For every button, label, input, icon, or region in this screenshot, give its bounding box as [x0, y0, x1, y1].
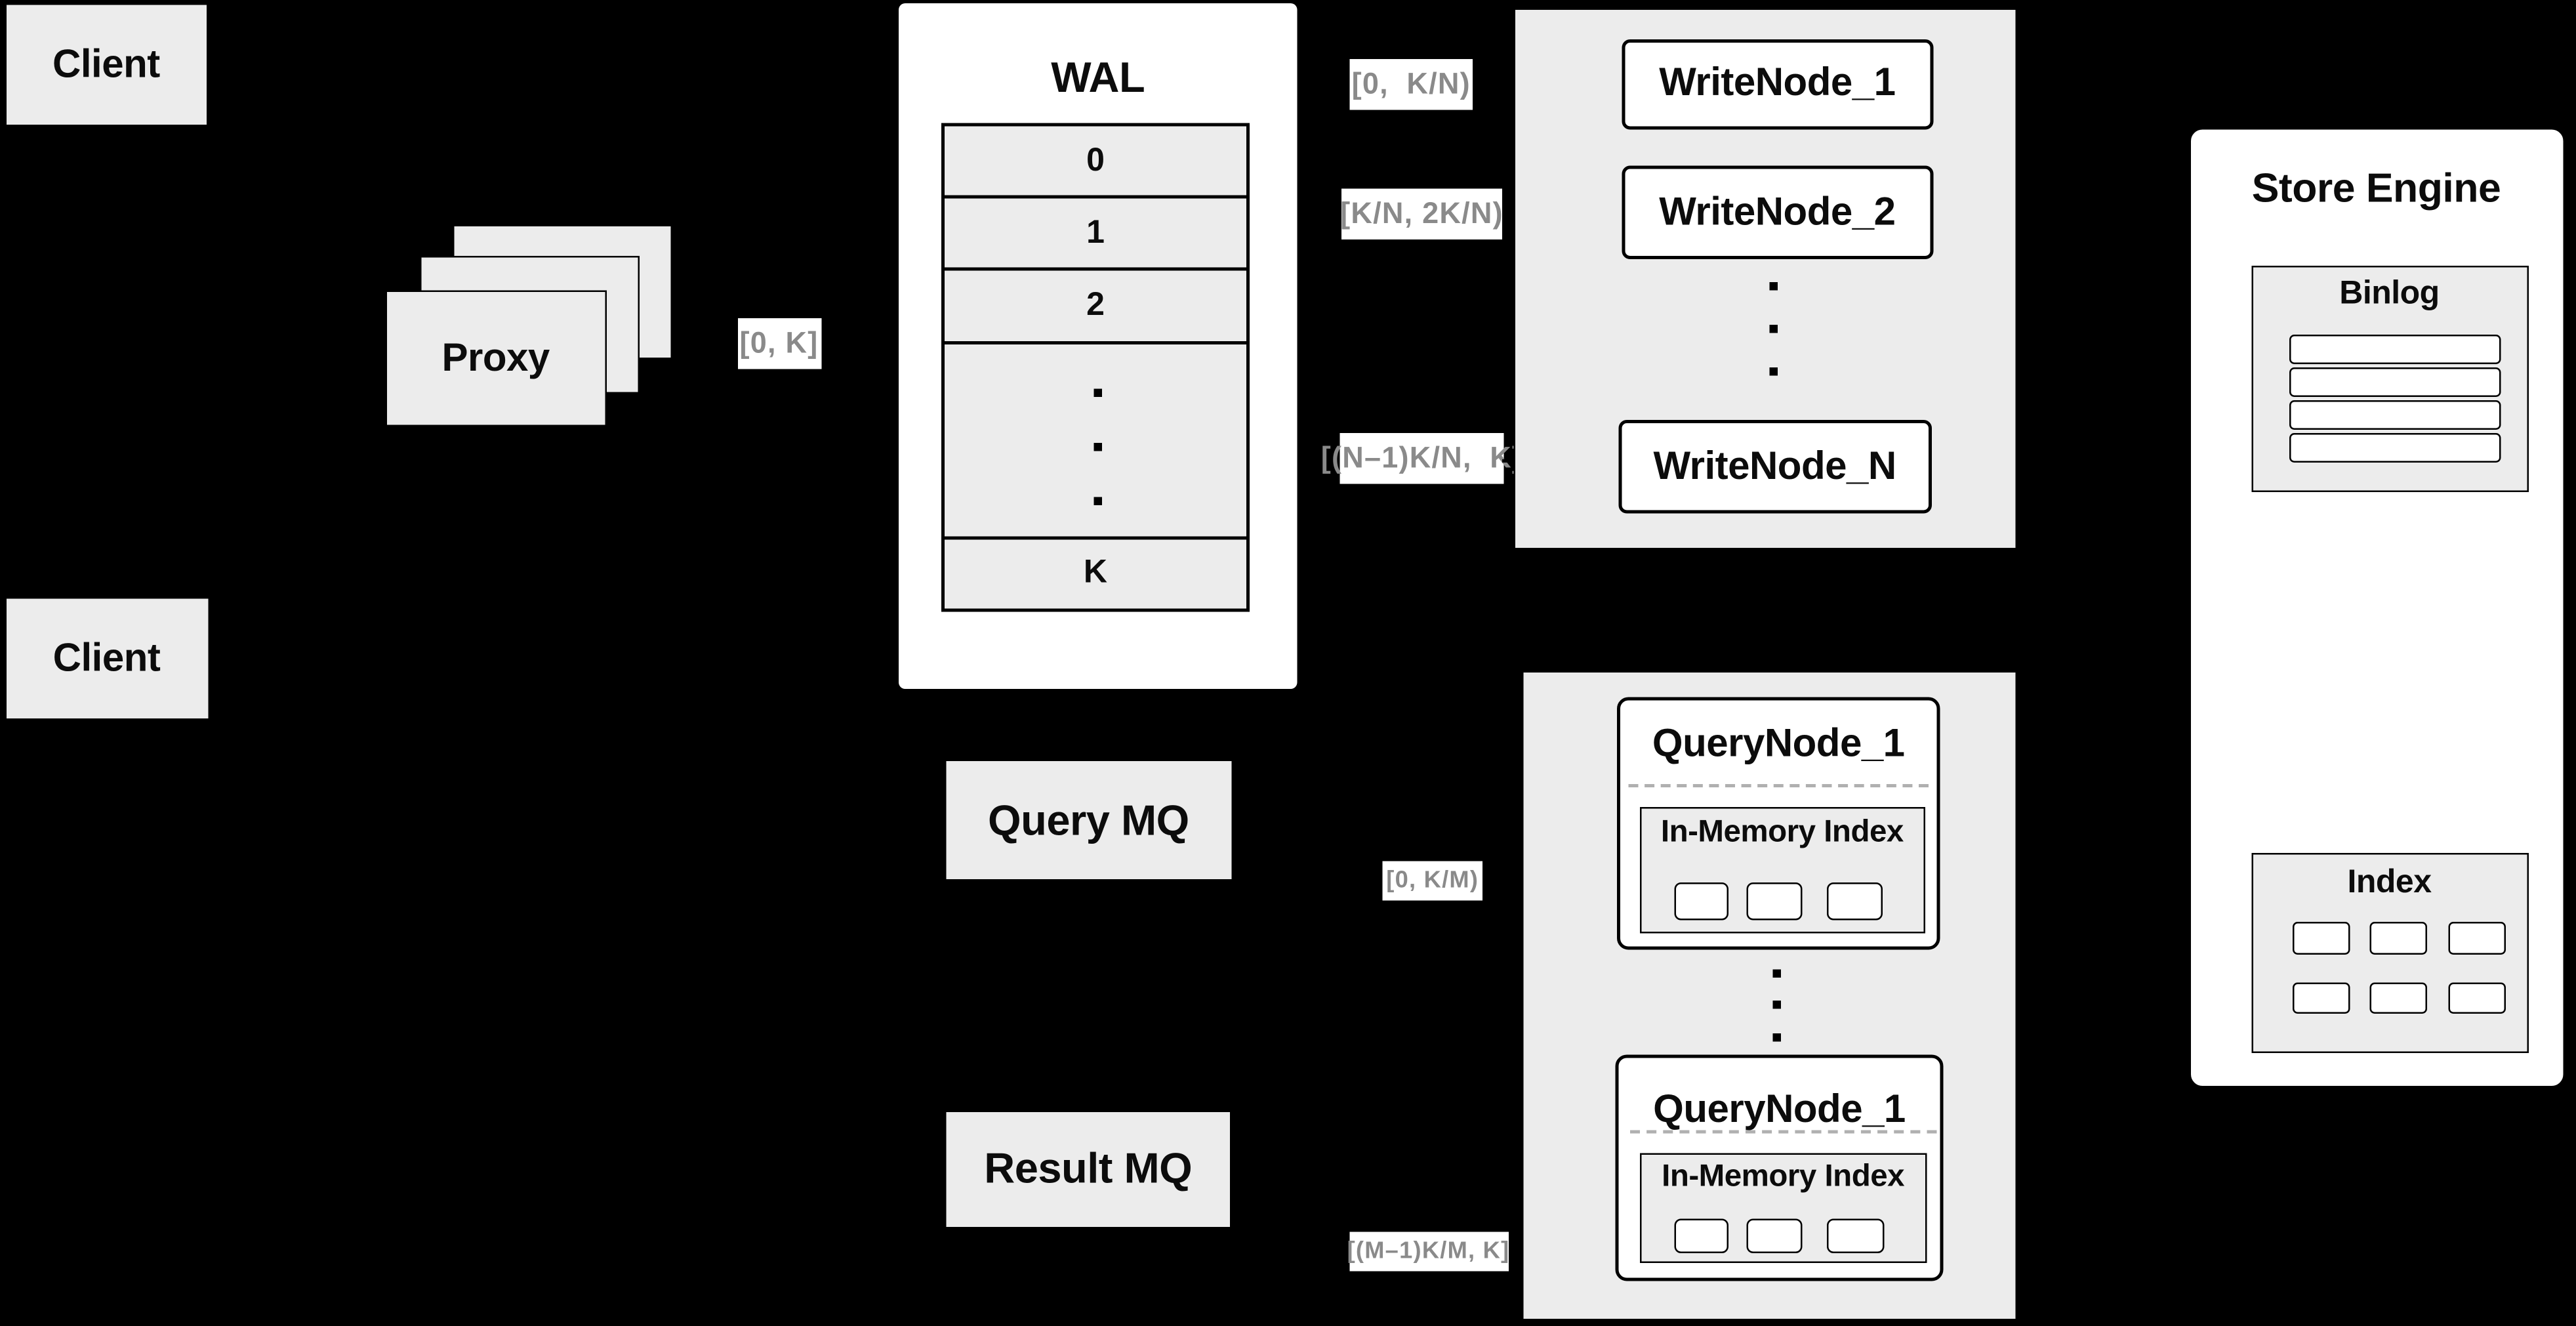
range-chip-query-bottom: [(M–1)K/M, K]: [1347, 1232, 1509, 1272]
store-engine-box: Store Engine Binlog Index: [2188, 127, 2564, 1088]
index-cell: [2447, 982, 2505, 1013]
in-memory-index-bottom-title: In-Memory Index: [1662, 1159, 1905, 1195]
in-memory-index-top-title: In-Memory Index: [1660, 815, 1904, 850]
proxy-label: Proxy: [441, 335, 550, 380]
wal-table: 0 1 2 K: [941, 122, 1250, 611]
binlog-row: [2288, 335, 2501, 364]
wal-title: WAL: [1051, 52, 1145, 102]
binlog-row: [2288, 367, 2501, 397]
index-cell: [2447, 922, 2505, 954]
wal-row-k-label: K: [1083, 554, 1108, 591]
query-mq-label: Query MQ: [988, 795, 1189, 844]
wal-row-k: K: [941, 535, 1250, 611]
write-ellipsis-dot: [1768, 325, 1777, 333]
store-engine-title: Store Engine: [2251, 165, 2501, 211]
index-title: Index: [2347, 864, 2432, 901]
index-cell: [2291, 982, 2350, 1013]
index-cell: [2291, 922, 2350, 954]
wal-row-ellipsis: [941, 341, 1250, 539]
write-ellipsis-dot: [1768, 282, 1777, 291]
write-ellipsis-dot: [1768, 367, 1777, 376]
writenode-2-box: WriteNode_2: [1621, 165, 1934, 259]
wal-row-1: 1: [941, 196, 1250, 272]
writenode-1-box: WriteNode_1: [1621, 38, 1934, 129]
querynode-bottom-title: QueryNode_1: [1653, 1087, 1906, 1131]
range-chip-query-top: [0, K/M): [1382, 861, 1482, 901]
index-cell: [2369, 922, 2427, 954]
query-ellipsis-dot: [1772, 1001, 1781, 1009]
range-chip-write-2: [K/N, 2K/N): [1340, 188, 1503, 239]
wal-ellipsis-dot: [1094, 443, 1102, 451]
querynode-top-box: QueryNode_1 In-Memory Index: [1617, 697, 1940, 949]
binlog-box: Binlog: [2251, 266, 2528, 491]
client-box-top: Client: [5, 5, 207, 125]
binlog-title: Binlog: [2339, 276, 2440, 312]
querynode-bottom-divider: [1629, 1130, 1936, 1134]
result-mq-label: Result MQ: [984, 1143, 1193, 1193]
binlog-row: [2288, 433, 2501, 463]
wal-row-2: 2: [941, 268, 1250, 344]
writenode-n-box: WriteNode_N: [1618, 420, 1931, 514]
wal-box: WAL 0 1 2 K: [899, 3, 1298, 689]
wal-ellipsis-dot: [1094, 388, 1102, 397]
memory-segment: [1826, 882, 1883, 921]
client-box-bottom: Client: [5, 598, 208, 718]
wal-row-0: 0: [941, 122, 1250, 199]
index-box: Index: [2251, 853, 2528, 1053]
querynode-bottom-box: QueryNode_1 In-Memory Index: [1615, 1054, 1944, 1281]
range-chip-proxy-out: [0, K]: [737, 318, 821, 369]
in-memory-index-top-box: In-Memory Index: [1639, 807, 1925, 934]
index-cell: [2369, 982, 2427, 1013]
query-ellipsis-dot: [1772, 1032, 1781, 1041]
wal-row-0-label: 0: [1086, 142, 1105, 178]
querynode-top-divider: [1628, 783, 1929, 787]
in-memory-index-bottom-box: In-Memory Index: [1640, 1153, 1927, 1263]
wal-ellipsis-dot: [1094, 497, 1102, 505]
binlog-row: [2288, 400, 2501, 430]
querynode-top-title: QueryNode_1: [1652, 722, 1905, 766]
range-chip-write-1: [0, K/N): [1349, 58, 1473, 110]
writenode-n-label: WriteNode_N: [1653, 444, 1897, 488]
range-chip-write-n: [(N–1)K/N, K]: [1321, 432, 1522, 484]
query-ellipsis-dot: [1772, 968, 1781, 977]
memory-segment: [1674, 1218, 1728, 1253]
wal-row-1-label: 1: [1086, 214, 1105, 251]
result-mq-box: Result MQ: [946, 1111, 1230, 1226]
memory-segment: [1673, 882, 1728, 921]
memory-segment: [1746, 1218, 1803, 1253]
query-cluster-panel: QueryNode_1 In-Memory Index QueryNode_1 …: [1522, 671, 2017, 1320]
writenode-1-label: WriteNode_1: [1659, 60, 1896, 106]
client-bottom-label: Client: [52, 635, 161, 680]
client-top-label: Client: [52, 41, 160, 87]
proxy-card-front: Proxy: [384, 290, 607, 426]
writenode-2-label: WriteNode_2: [1659, 189, 1896, 234]
arrow-line-binlog: [2015, 387, 2211, 392]
wal-row-2-label: 2: [1086, 287, 1105, 323]
arrow-line-index: [2015, 949, 2211, 954]
write-cluster-panel: WriteNode_1 WriteNode_2 WriteNode_N: [1513, 8, 2017, 550]
memory-segment: [1827, 1218, 1884, 1253]
memory-segment: [1746, 882, 1802, 921]
query-mq-box: Query MQ: [946, 761, 1231, 879]
